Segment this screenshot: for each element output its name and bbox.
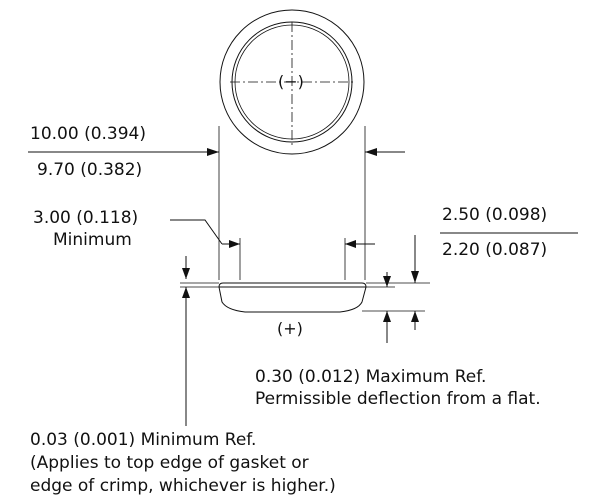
gasket-arrow-left [229,240,240,248]
gasket-width-note: Minimum [53,230,132,250]
diameter-arrow-right [365,148,377,156]
height-max-label: 2.50 (0.098) [442,205,548,225]
top-view [219,9,365,155]
edge-arrow-top [182,268,190,279]
deflection-arrow-bottom [383,311,391,322]
polarity-negative-label: (−) [278,72,304,91]
deflection-arrow-right [411,311,419,322]
height-arrow [411,271,419,283]
diameter-min-label: 9.70 (0.382) [37,160,143,180]
edge-label-line2: (Applies to top edge of gasket or [30,453,309,473]
diameter-arrow-left [207,148,219,156]
diameter-max-label: 10.00 (0.394) [30,124,147,144]
outer-rim [219,9,365,155]
deflection-label-line1: 0.30 (0.012) Maximum Ref. [255,367,487,387]
edge-arrow-bottom [182,287,190,298]
deflection-arrow-top [383,276,391,287]
side-view [180,282,367,313]
deflection-label-line2: Permissible deflection from a flat. [255,389,541,409]
edge-label-line1: 0.03 (0.001) Minimum Ref. [30,430,257,450]
gasket-leader [170,219,223,245]
polarity-positive-label: (+) [277,319,303,338]
edge-label-line3: edge of crimp, whichever is higher.) [30,476,336,496]
gasket-arrow-right [345,240,356,248]
gasket-width-label: 3.00 (0.118) [33,208,139,228]
cell-body [218,282,367,313]
height-min-label: 2.20 (0.087) [442,240,548,260]
